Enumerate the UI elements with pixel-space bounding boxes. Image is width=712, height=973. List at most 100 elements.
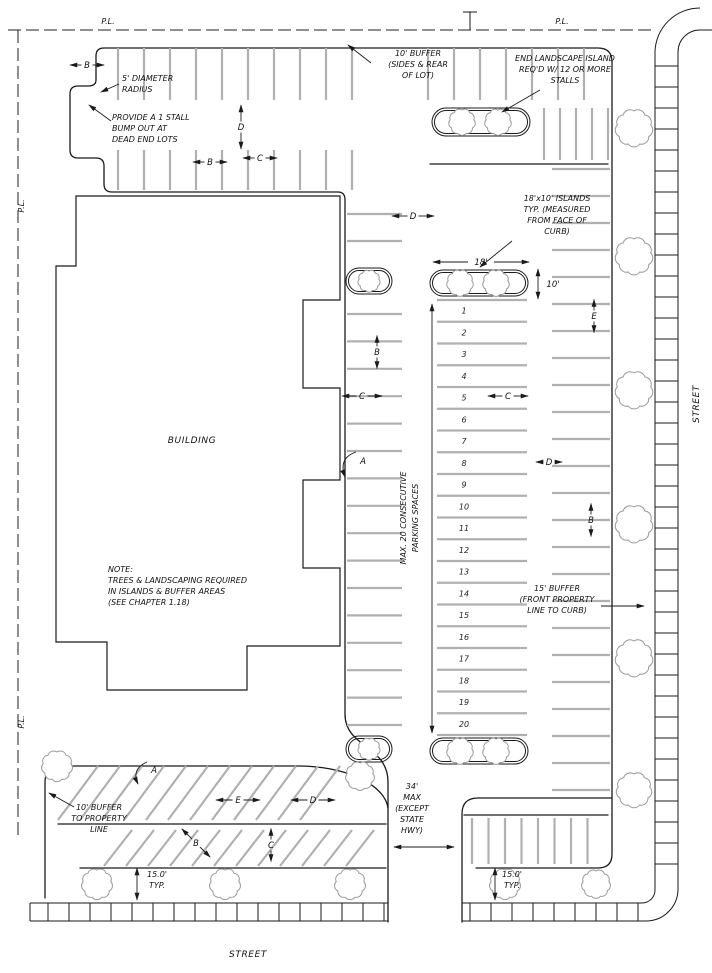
note-buffer-top: (SIDES & REAR	[388, 60, 448, 69]
landscape-island-inner-curb	[432, 740, 526, 762]
parking-space-number: 20	[459, 720, 469, 729]
tree-icon	[357, 737, 381, 761]
tree-icon	[209, 868, 241, 901]
pl-label: P.L.	[101, 17, 114, 26]
pl-label: P.L.	[17, 715, 26, 728]
dimension: E	[591, 298, 597, 334]
dimension: D	[238, 104, 245, 150]
parking-space-number: 3	[461, 350, 466, 359]
stall-line	[189, 765, 231, 821]
curb-lines	[44, 47, 613, 923]
note-driveway-max: HWY)	[401, 826, 423, 835]
parking-space-number: 13	[459, 568, 469, 577]
building-label: BUILDING	[168, 436, 217, 446]
dim-label-b: B	[588, 516, 594, 526]
landscape-island-inner-curb	[432, 272, 526, 294]
note-bumpout: BUMP OUT AT	[112, 124, 168, 133]
curb-top-right	[103, 47, 613, 869]
dim-label-d: D	[238, 123, 245, 133]
stall-line	[191, 829, 221, 867]
parking-stall-lines	[57, 48, 610, 867]
tree-icon	[81, 868, 113, 901]
landscape-island	[429, 737, 529, 765]
note-typ15: TYP.	[504, 881, 520, 890]
parking-space-number: 16	[459, 633, 469, 642]
tree-icon	[614, 505, 654, 544]
stall-line	[235, 829, 265, 867]
dimension: D	[290, 796, 336, 806]
landscape-island	[345, 267, 393, 295]
stall-line	[57, 765, 99, 821]
dimension: B	[181, 828, 211, 858]
stall-line	[101, 765, 143, 821]
tree-icon	[446, 737, 474, 765]
stall-line	[277, 765, 319, 821]
stall-line	[211, 765, 253, 821]
trees	[41, 108, 654, 901]
stall-line	[255, 765, 297, 821]
stall-line	[257, 829, 287, 867]
tree-icon	[446, 269, 474, 297]
note-max-consecutive: PARKING SPACES	[411, 484, 420, 552]
stall-line	[103, 829, 133, 867]
dim-label-island_width: 10'	[546, 280, 559, 290]
parking-space-number: 15	[459, 611, 469, 620]
stall-line	[123, 765, 165, 821]
note-end-island: END LANDSCAPE ISLAND	[515, 54, 615, 63]
landscape-islands	[345, 107, 531, 765]
pl-label: P.L.	[555, 17, 568, 26]
parking-space-number: 11	[459, 524, 469, 533]
dim-label-c: C	[268, 841, 274, 851]
tree-icon	[614, 639, 654, 678]
note-landscaping: TREES & LANDSCAPING REQUIRED	[108, 576, 247, 585]
note-buffer-side: TO PROPERTY	[71, 814, 128, 823]
landscape-island-inner-curb	[434, 110, 528, 134]
parking-space-number: 5	[461, 394, 466, 403]
note-landscaping: IN ISLANDS & BUFFER AREAS	[108, 587, 225, 596]
dim-label-b: B	[193, 839, 199, 849]
dimension: C	[268, 827, 274, 863]
dim-label-b: B	[207, 158, 213, 168]
tree-icon	[484, 108, 512, 136]
stall-line	[279, 829, 309, 867]
stall-line	[299, 765, 341, 821]
note-end-island: REQ'D W/ 12 OR MORE	[519, 65, 612, 74]
tree-icon	[615, 772, 653, 809]
dimension: B	[69, 61, 105, 71]
stall-line	[167, 765, 209, 821]
leader-islands-typ	[479, 240, 513, 268]
tree-icon	[482, 737, 510, 765]
property-lines	[8, 11, 652, 836]
note-buffer-top: OF LOT)	[402, 71, 434, 80]
dim-label-b: B	[374, 348, 380, 358]
dim-label-e: E	[235, 796, 241, 806]
note-driveway-max: 34'	[406, 782, 418, 791]
note-radius: 5' DIAMETER	[122, 74, 173, 83]
stall-line	[345, 829, 375, 867]
dim-label-c: C	[257, 154, 263, 164]
tree-icon	[345, 761, 375, 791]
note-buffer-front: 15' BUFFER	[534, 584, 580, 593]
stall-line	[169, 829, 199, 867]
parking-space-number: 14	[459, 590, 469, 599]
parking-space-number: 17	[459, 655, 470, 664]
parking-space-number: 12	[459, 546, 469, 555]
dim-label-d: D	[546, 458, 553, 468]
dimension: E	[215, 796, 261, 806]
stall-line	[125, 829, 155, 867]
stall-line	[323, 829, 353, 867]
note-islands-typ: FROM FACE OF	[527, 216, 587, 225]
stall-line	[233, 765, 275, 821]
note-buffer-side: LINE	[90, 825, 109, 834]
note-max-consecutive: MAX. 20 CONSECUTIVE	[399, 471, 408, 565]
note-landscaping: NOTE:	[108, 565, 133, 574]
note-buffer-side: 10' BUFFER	[76, 803, 122, 812]
street-label-bottom: STREET	[229, 950, 268, 960]
annotations: P.L. P.L. P.L. P.L. 5' DIAMETER RADIUS P…	[17, 17, 702, 960]
note-driveway-max: STATE	[400, 815, 425, 824]
tree-icon	[581, 869, 611, 899]
dimension: D	[391, 212, 435, 222]
leader-angle-a-top	[340, 451, 357, 478]
